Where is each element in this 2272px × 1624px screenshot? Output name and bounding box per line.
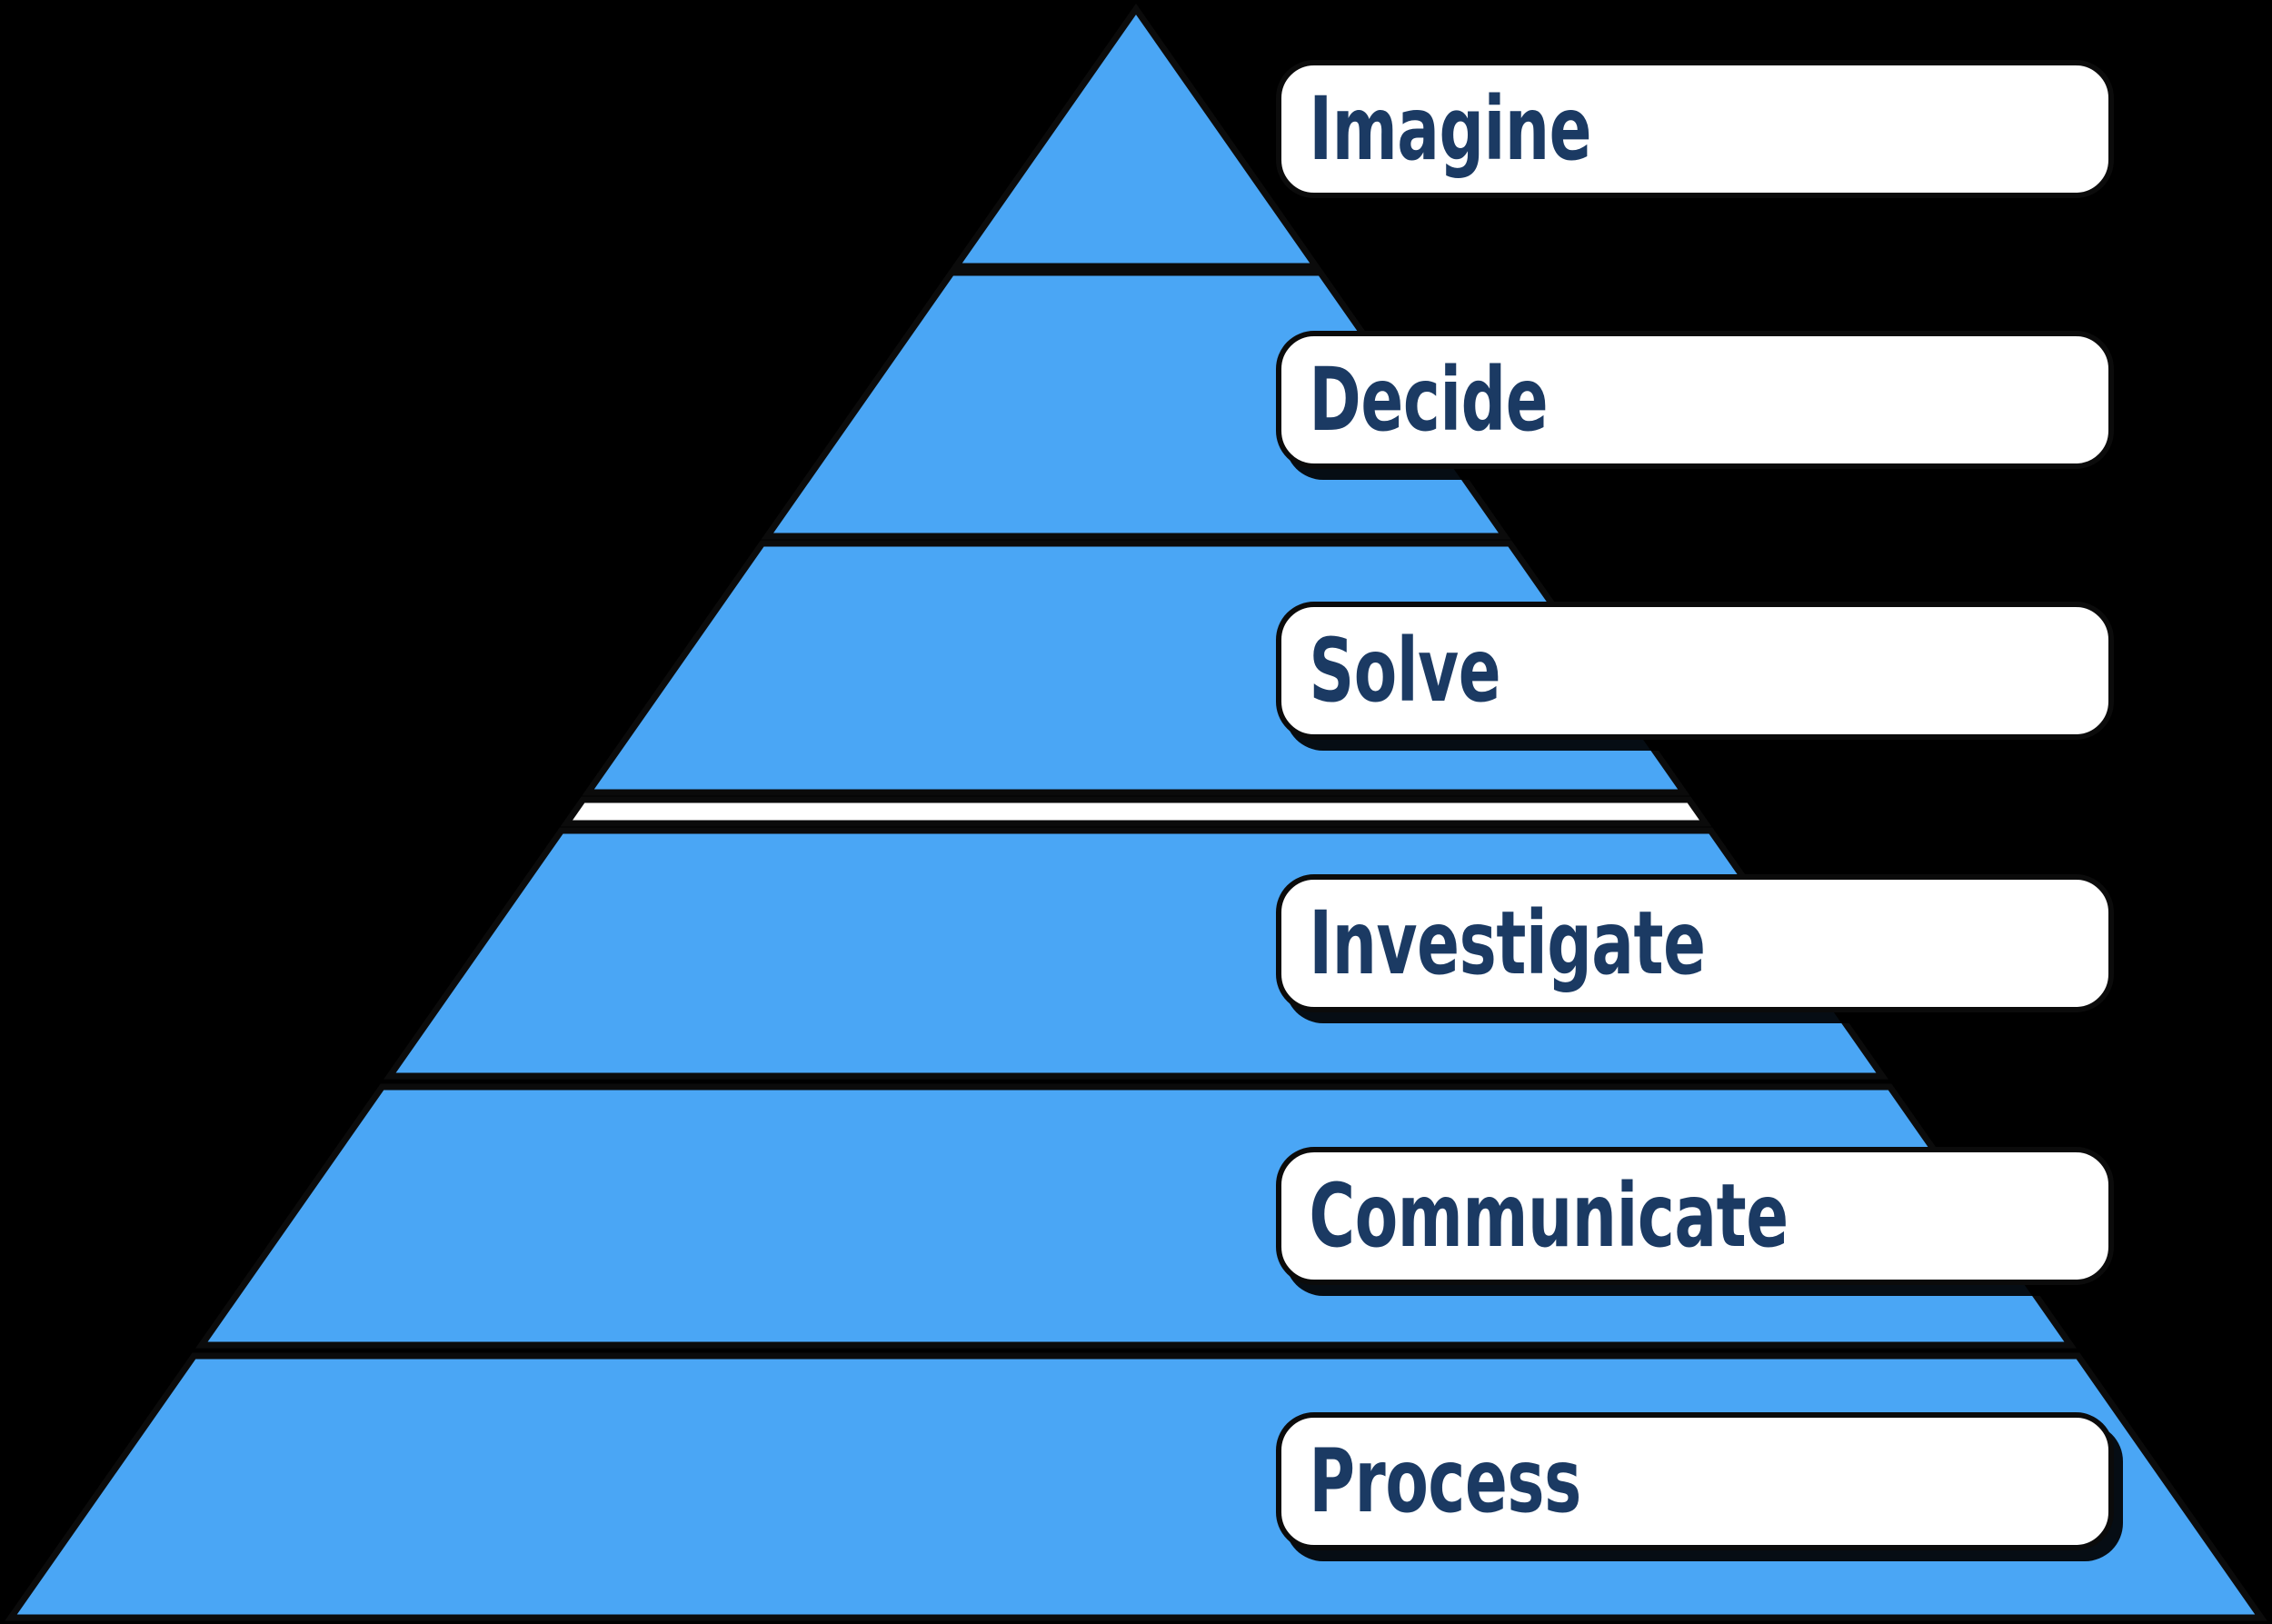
- pyramid-label-text: Imagine: [1309, 78, 1592, 180]
- pyramid-label-box-investigate[interactable]: Investigate: [1276, 874, 2114, 1012]
- pyramid-tier-1[interactable]: [950, 3, 1322, 270]
- pyramid-label-text: Communicate: [1309, 1165, 1789, 1267]
- pyramid-label-text: Process: [1309, 1430, 1581, 1532]
- pyramid-label-box-decide[interactable]: Decide: [1276, 331, 2114, 469]
- pyramid-tier-4[interactable]: [560, 796, 1712, 827]
- pyramid-label-box-process[interactable]: Process: [1276, 1412, 2114, 1550]
- pyramid-label-text: Investigate: [1309, 892, 1706, 994]
- pyramid-label-box-solve[interactable]: Solve: [1276, 602, 2114, 740]
- pyramid-label-box-imagine[interactable]: Imagine: [1276, 60, 2114, 198]
- pyramid-label-text: Decide: [1309, 349, 1549, 451]
- pyramid-label-box-communicate[interactable]: Communicate: [1276, 1147, 2114, 1285]
- pyramid-label-text: Solve: [1309, 620, 1501, 722]
